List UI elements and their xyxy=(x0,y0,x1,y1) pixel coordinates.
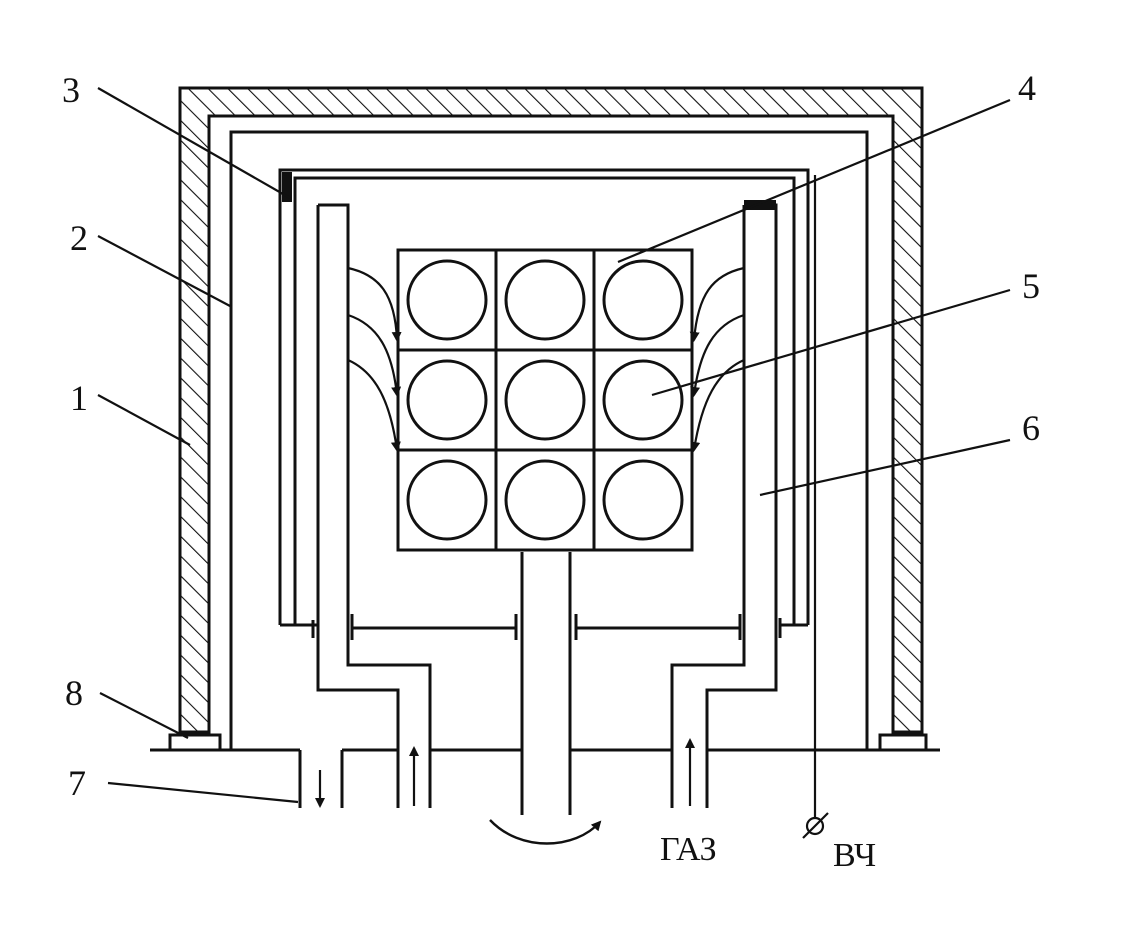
label-3: 3 xyxy=(62,70,80,110)
label-4: 4 xyxy=(1018,68,1036,108)
seal-pad-left xyxy=(168,733,222,752)
exhaust-outlet xyxy=(298,750,344,808)
label-8: 8 xyxy=(65,673,83,713)
label-2: 2 xyxy=(70,218,88,258)
rotating-shaft xyxy=(520,552,572,815)
rotation-arrow xyxy=(489,819,602,845)
substrate-wafers xyxy=(406,259,684,541)
label-6: 6 xyxy=(1022,408,1040,448)
seal-pad-right xyxy=(878,733,928,752)
leader-lines xyxy=(97,87,1011,804)
label-5: 5 xyxy=(1022,266,1040,306)
inner-chamber-wall xyxy=(229,130,869,750)
support-bars xyxy=(311,614,782,640)
label-1: 1 xyxy=(70,378,88,418)
right-gas-duct xyxy=(670,203,778,808)
gas-flow-arrows-right xyxy=(689,266,745,452)
heater-screen xyxy=(278,168,810,627)
label-7: 7 xyxy=(68,763,86,803)
substrate-holder-grid xyxy=(396,248,694,552)
label-hf: ВЧ xyxy=(833,837,876,874)
pipe-flow-arrows xyxy=(315,738,695,808)
label-gas: ГАЗ xyxy=(660,831,717,868)
left-gas-duct xyxy=(316,203,432,808)
outer-housing-insulation xyxy=(178,86,924,734)
hf-lead xyxy=(802,175,829,839)
gas-flow-arrows-left xyxy=(347,266,402,452)
